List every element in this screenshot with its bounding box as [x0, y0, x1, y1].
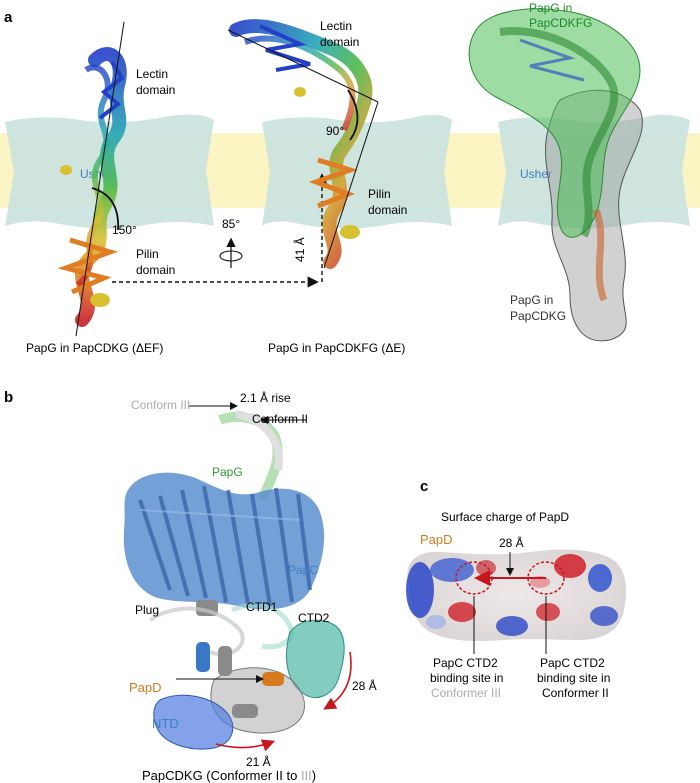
gray-label-line2: PapCDKG [510, 309, 566, 323]
lectin-mid-line1: Lectin [320, 19, 352, 33]
rise-41-label: 41 Å [292, 237, 307, 262]
overlay-ribbons [499, 27, 619, 302]
dist-21-label-b: 21 Å [246, 754, 271, 769]
ctd2-label: CTD2 [298, 611, 330, 625]
angle-150-label: 150° [112, 223, 137, 237]
papd-label-b: PapD [129, 680, 162, 695]
papd-surface [406, 549, 627, 642]
panel-a: a Usher Usher 150° Lectin domain Pilin d… [0, 1, 700, 355]
pilin-mid-line1: Pilin [368, 187, 391, 201]
plug-label: Plug [135, 603, 159, 617]
green-label-line1: PapG in [529, 1, 572, 15]
gray-label-line1: PapG in [510, 293, 553, 307]
ntd-shift-arrow [215, 739, 275, 752]
rotation-85-label: 85° [222, 217, 240, 231]
angle-arc-150 [91, 187, 119, 231]
left-site-line1: PapC CTD2 [433, 656, 498, 670]
panel-b: b Conform III 2.1 Å rise Conform II PapG… [4, 389, 377, 783]
panel-c-label: c [420, 478, 428, 495]
papg-label-b: PapG [212, 465, 243, 479]
conform3-label: Conform III [131, 398, 190, 412]
ctd2-shift-arrow [323, 651, 352, 710]
rotation-icon [219, 237, 243, 268]
ctd1-domain [231, 602, 294, 650]
papc-label: PapC [288, 563, 318, 577]
panel-b-label: b [4, 389, 13, 406]
conform2-label: Conform II [252, 412, 308, 426]
caption-left: PapG in PapCDKG (ΔEF) [26, 341, 163, 355]
caption-b-iii: III [301, 768, 312, 783]
caption-middle: PapG in PapCDKFG (ΔE) [268, 341, 405, 355]
axis-middle-bottom [323, 101, 379, 269]
ntd-label: NTD [152, 716, 179, 731]
left-site-line2: binding site in [430, 671, 503, 685]
papg-ribbon-b [218, 410, 283, 502]
axis-middle-top [227, 29, 379, 103]
panel-a-label: a [4, 9, 13, 26]
papd-cylinders [196, 642, 284, 718]
rise-2-1-label: 2.1 Å rise [240, 390, 291, 405]
lectin-mid-line2: domain [320, 35, 359, 49]
pilin-left-line2: domain [136, 263, 175, 277]
ntd-blob [153, 694, 234, 750]
caption-b: PapCDKG (Conformer II to III) [142, 768, 316, 783]
left-site-line3: Conformer III [431, 686, 501, 700]
usher-shape-middle [262, 114, 452, 229]
caption-b-main: PapCDKG (Conformer II to [142, 768, 301, 783]
lectin-left-line1: Lectin [136, 67, 168, 81]
caption-b-end: ) [312, 768, 316, 783]
right-site-line2: binding site in [537, 671, 610, 685]
dist-28-label-b: 28 Å [352, 678, 377, 693]
papd-label-c: PapD [420, 532, 453, 547]
right-site-line1: PapC CTD2 [540, 656, 605, 670]
axis-left [75, 21, 125, 337]
pilin-left-line1: Pilin [136, 247, 159, 261]
binding-site-conformer-ii [527, 561, 565, 595]
papc-barrel [123, 472, 325, 610]
angle-arc-90 [347, 89, 359, 141]
green-label-line2: PapCDKFG [529, 16, 592, 30]
papg-structure-left [57, 47, 127, 327]
right-site-line3: Conformer II [542, 686, 609, 700]
ctd1-label: CTD1 [246, 600, 278, 614]
lectin-left-line2: domain [136, 83, 175, 97]
pilin-mid-line2: domain [368, 203, 407, 217]
surface-title: Surface charge of PapD [441, 510, 569, 524]
angle-90-label: 90° [326, 124, 344, 138]
usher-label-right: Usher [520, 167, 552, 181]
panel-c: c Surface charge of PapD 28 Å PapD PapC … [406, 478, 627, 700]
ctd2-blob [286, 619, 345, 698]
dist-28-label-c: 28 Å [499, 535, 524, 550]
